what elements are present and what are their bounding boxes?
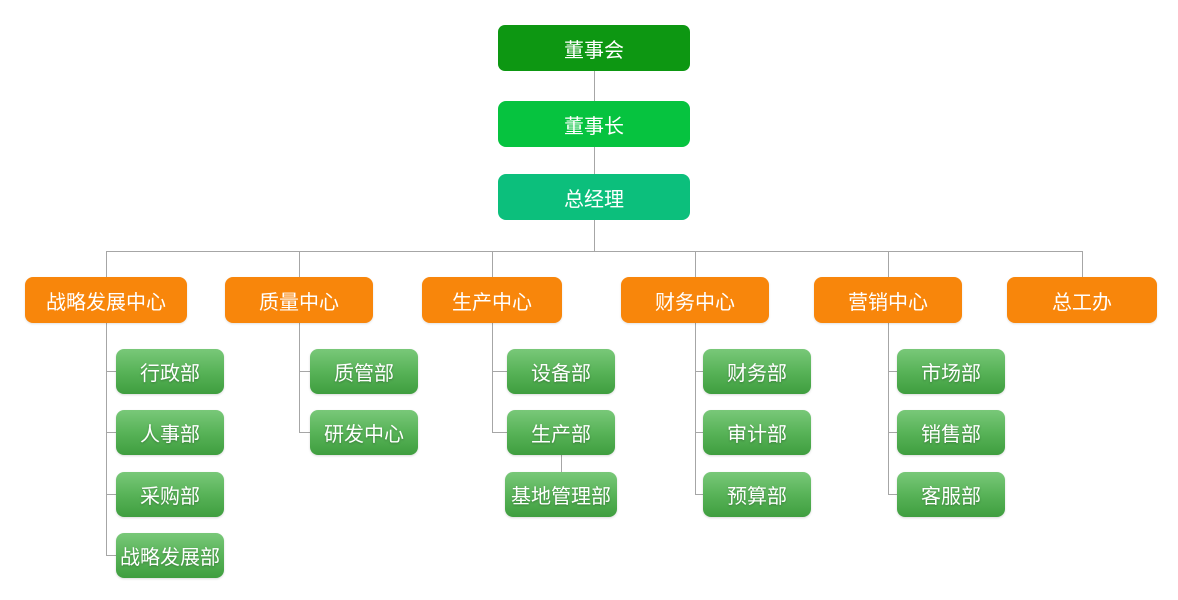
connector-trunk-production (492, 323, 493, 432)
dept-production[interactable]: 生产部 (507, 410, 615, 455)
dept-rd-center[interactable]: 研发中心 (310, 410, 418, 455)
dept-base-management[interactable]: 基地管理部 (505, 472, 617, 517)
connector-drop-production (492, 251, 493, 277)
connector-drop-chief-office (1082, 251, 1083, 277)
connector-production-base (561, 455, 562, 472)
connector-stub-hr (106, 432, 116, 433)
center-strategic-development[interactable]: 战略发展中心 (25, 277, 187, 323)
connector-chairman-gm (594, 147, 595, 174)
connector-stub-admin (106, 371, 116, 372)
dept-finance[interactable]: 财务部 (703, 349, 811, 394)
connector-gm-bus (594, 220, 595, 251)
node-chairman[interactable]: 董事长 (498, 101, 690, 147)
connector-stub-audit (695, 432, 703, 433)
center-marketing[interactable]: 营销中心 (814, 277, 962, 323)
connector-stub-procurement (106, 494, 116, 495)
dept-audit[interactable]: 审计部 (703, 410, 811, 455)
dept-customer-service[interactable]: 客服部 (897, 472, 1005, 517)
connector-trunk-finance (695, 323, 696, 494)
dept-market[interactable]: 市场部 (897, 349, 1005, 394)
dept-equipment[interactable]: 设备部 (507, 349, 615, 394)
connector-drop-strategic (106, 251, 107, 277)
connector-stub-market (888, 371, 897, 372)
connector-trunk-marketing (888, 323, 889, 494)
connector-stub-equipment (492, 371, 507, 372)
connector-stub-sales (888, 432, 897, 433)
connector-stub-production-dept (492, 432, 507, 433)
connector-stub-quality-mgmt (299, 371, 310, 372)
dept-quality-management[interactable]: 质管部 (310, 349, 418, 394)
connector-stub-budget (695, 494, 703, 495)
center-production[interactable]: 生产中心 (422, 277, 562, 323)
connector-bus (106, 251, 1083, 252)
dept-hr[interactable]: 人事部 (116, 410, 224, 455)
connector-trunk-strategic (106, 323, 107, 555)
dept-procurement[interactable]: 采购部 (116, 472, 224, 517)
dept-strategic-development[interactable]: 战略发展部 (116, 533, 224, 578)
node-general-manager[interactable]: 总经理 (498, 174, 690, 220)
connector-drop-quality (299, 251, 300, 277)
connector-stub-strategic-dev (106, 555, 116, 556)
node-board-of-directors[interactable]: 董事会 (498, 25, 690, 71)
connector-stub-customer-service (888, 494, 897, 495)
connector-stub-finance-dept (695, 371, 703, 372)
connector-drop-finance (695, 251, 696, 277)
connector-board-chairman (594, 71, 595, 101)
dept-admin[interactable]: 行政部 (116, 349, 224, 394)
connector-trunk-quality (299, 323, 300, 432)
connector-drop-marketing (888, 251, 889, 277)
center-chief-engineer-office[interactable]: 总工办 (1007, 277, 1157, 323)
connector-stub-rd (299, 432, 310, 433)
center-quality[interactable]: 质量中心 (225, 277, 373, 323)
dept-sales[interactable]: 销售部 (897, 410, 1005, 455)
dept-budget[interactable]: 预算部 (703, 472, 811, 517)
center-finance[interactable]: 财务中心 (621, 277, 769, 323)
